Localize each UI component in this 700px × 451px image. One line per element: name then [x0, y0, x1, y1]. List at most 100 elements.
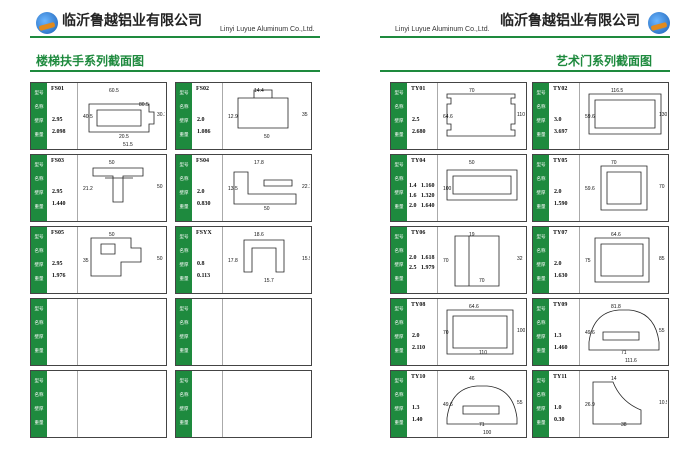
spec-label: 重量	[536, 205, 546, 210]
spec-label: 型号	[179, 379, 189, 384]
dimension-label: 18.6	[254, 232, 264, 238]
dimension-label: 32	[517, 256, 523, 262]
dimension-label: 15.7	[264, 278, 274, 284]
spec-label: 重量	[536, 133, 546, 138]
spec-label: 壁厚	[536, 407, 546, 412]
company-en-right: Linyi Luyue Aluminum Co.,Ltd.	[395, 26, 490, 33]
spec-label: 壁厚	[179, 407, 189, 412]
weight-value: 1.40	[412, 417, 423, 423]
dimension-label: 50	[157, 184, 163, 190]
spec-values	[550, 371, 580, 437]
spec-values	[193, 83, 223, 149]
weight-value: 2.110	[412, 345, 426, 351]
spec-label: 壁厚	[34, 191, 44, 196]
thickness-value: 1.6	[409, 193, 417, 199]
weight-value: 0.113	[197, 273, 211, 279]
cross-section-diagram	[79, 302, 165, 364]
spec-label: 型号	[394, 235, 404, 240]
spec-label: 壁厚	[536, 191, 546, 196]
profile-code: FS04	[196, 158, 210, 164]
spec-label: 名称	[394, 321, 404, 326]
dimension-label: 50	[264, 134, 270, 140]
header-rule-right	[380, 36, 670, 38]
thickness-value: 2.95	[52, 261, 63, 267]
dimension-label: 38	[621, 422, 627, 428]
spec-label: 壁厚	[34, 263, 44, 268]
cross-section-diagram: 60.540.530.120.551.580.5	[83, 88, 165, 148]
thickness-value: 2.5	[409, 265, 417, 271]
dimension-label: 75	[585, 258, 591, 264]
thickness-value: 2.0	[554, 261, 562, 267]
dimension-label: 85	[659, 256, 665, 262]
spec-label: 型号	[394, 163, 404, 168]
spec-label: 名称	[179, 249, 189, 254]
spec-label: 壁厚	[394, 191, 404, 196]
dimension-label: 100	[443, 186, 452, 192]
spec-label: 重量	[394, 421, 404, 426]
profile-code: TY01	[411, 86, 426, 92]
spec-label: 壁厚	[34, 335, 44, 340]
spec-label: 名称	[394, 105, 404, 110]
spec-label-column: 型号名称壁厚重量	[176, 227, 192, 293]
cross-section-diagram: 17.813.522.150	[228, 160, 310, 212]
spec-label: 型号	[394, 307, 404, 312]
spec-values	[550, 299, 580, 365]
spec-label: 名称	[536, 321, 546, 326]
spec-label: 名称	[394, 249, 404, 254]
spec-values	[193, 299, 223, 365]
spec-label: 重量	[536, 349, 546, 354]
spec-label: 名称	[179, 393, 189, 398]
spec-label: 名称	[179, 105, 189, 110]
spec-label: 壁厚	[34, 407, 44, 412]
spec-label: 型号	[536, 379, 546, 384]
dimension-label: 21.2	[83, 186, 93, 192]
spec-label-column: 型号名称壁厚重量	[533, 227, 549, 293]
dimension-label: 100	[517, 328, 525, 334]
spec-label: 型号	[34, 307, 44, 312]
spec-label: 名称	[394, 393, 404, 398]
spec-label: 壁厚	[179, 263, 189, 268]
cross-section-diagram	[224, 302, 310, 364]
spec-label: 重量	[34, 205, 44, 210]
spec-label-column: 型号名称壁厚重量	[533, 83, 549, 149]
right-section-rule	[380, 70, 670, 72]
company-logo-right	[648, 12, 670, 34]
spec-label: 壁厚	[179, 335, 189, 340]
dimension-label: 50	[157, 256, 163, 262]
spec-values	[193, 371, 223, 437]
profile-code: TY11	[553, 374, 568, 380]
dimension-label: 22.1	[302, 184, 310, 190]
spec-label: 型号	[34, 379, 44, 384]
weight-value: 0.30	[554, 417, 565, 423]
profile-code: TY06	[411, 230, 426, 236]
spec-label: 壁厚	[394, 119, 404, 124]
dimension-label: 20.5	[119, 134, 129, 140]
dimension-label: 80.5	[139, 102, 149, 108]
spec-label: 重量	[394, 349, 404, 354]
dimension-label: 49.6	[585, 330, 595, 336]
spec-label: 重量	[536, 277, 546, 282]
spec-label-column: 型号名称壁厚重量	[176, 83, 192, 149]
spec-values	[550, 227, 580, 293]
thickness-value: 0.8	[197, 261, 205, 267]
thickness-value: 1.0	[554, 405, 562, 411]
spec-label: 重量	[34, 421, 44, 426]
spec-label: 壁厚	[394, 263, 404, 268]
dimension-label: 12.9	[228, 114, 238, 120]
spec-values	[48, 227, 78, 293]
weight-value: 2.098	[52, 129, 66, 135]
dimension-label: 26.9	[585, 402, 595, 408]
spec-label: 重量	[536, 421, 546, 426]
dimension-label: 60.5	[109, 88, 119, 94]
dimension-label: 40.5	[83, 114, 93, 120]
profile-code: TY08	[411, 302, 426, 308]
spec-values	[408, 83, 438, 149]
spec-label: 名称	[34, 249, 44, 254]
spec-label: 名称	[179, 177, 189, 182]
thickness-value: 1.3	[554, 333, 562, 339]
spec-label: 重量	[394, 277, 404, 282]
